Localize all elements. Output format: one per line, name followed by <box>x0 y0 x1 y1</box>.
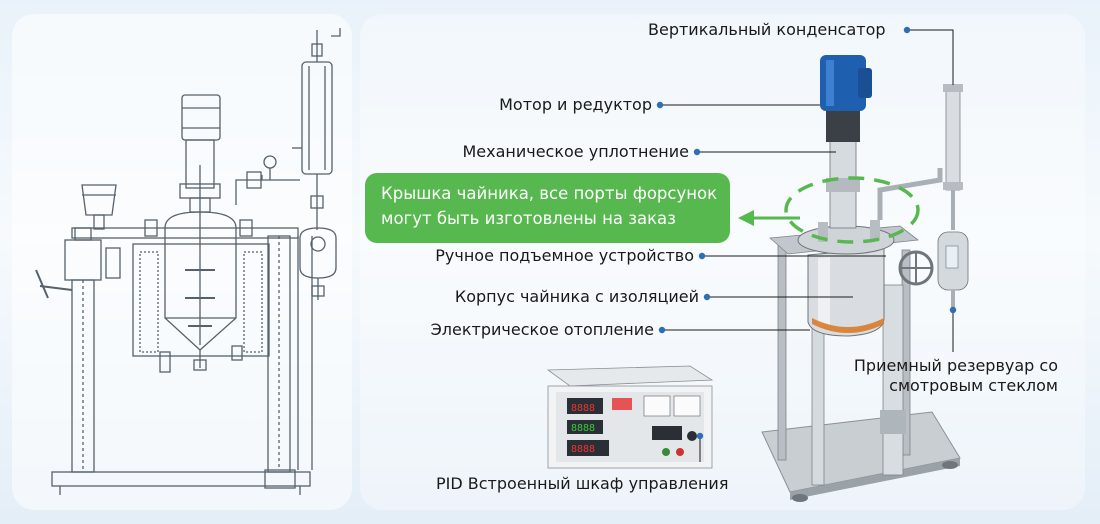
label-receiver-line-2: смотровым стеклом <box>889 376 1058 395</box>
condenser-dot <box>903 26 911 34</box>
label-lifting: Ручное подъемное устройство <box>435 246 694 265</box>
lifting-dot <box>698 252 706 260</box>
label-heating: Электрическое отопление <box>430 320 654 339</box>
label-seal: Механическое уплотнение <box>462 142 689 161</box>
motor-dot <box>656 101 664 109</box>
reactor-technical-drawing <box>35 28 341 495</box>
receiver-dot <box>949 306 957 314</box>
svg-text:8888: 8888 <box>571 444 595 455</box>
seal-dot <box>693 148 701 156</box>
label-body: Корпус чайника с изоляцией <box>454 287 699 306</box>
leader-dots <box>656 26 957 440</box>
label-condenser: Вертикальный конденсатор <box>648 20 886 39</box>
svg-text:8888: 8888 <box>571 403 595 414</box>
label-control: PID Встроенный шкаф управления <box>436 474 729 493</box>
label-receiver-line-1: Приемный резервуар со <box>853 356 1058 375</box>
reactor-photo <box>761 55 969 502</box>
control-dot <box>696 432 704 440</box>
heating-dot <box>658 326 666 334</box>
control-cabinet: 8888 8888 8888 <box>546 365 714 469</box>
body-dot <box>703 293 711 301</box>
label-receiver: Приемный резервуар со смотровым стеклом <box>854 356 1058 396</box>
callout-line-1: Крышка чайника, все порты форсунок <box>381 184 718 203</box>
lid-highlight <box>738 176 920 244</box>
lid-callout: Крышка чайника, все порты форсунок могут… <box>365 173 730 243</box>
label-motor: Мотор и редуктор <box>499 95 652 114</box>
svg-text:8888: 8888 <box>571 423 595 434</box>
callout-line-2: могут быть изготовлены на заказ <box>381 209 676 228</box>
leader-lines <box>660 29 954 462</box>
